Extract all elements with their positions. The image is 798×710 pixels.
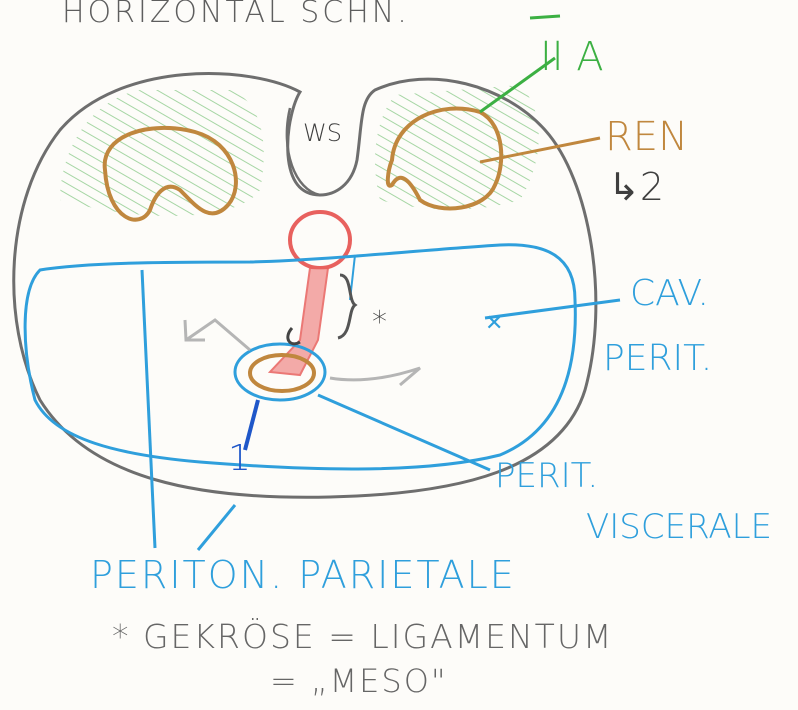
kidney-left <box>102 125 238 222</box>
body-outline <box>12 72 598 499</box>
mesentery-curl <box>286 326 301 346</box>
parietal-label: PERITON. PARIETALE <box>90 553 516 597</box>
kidney-right <box>385 106 504 211</box>
ren-sub-label: ↳2 <box>608 165 664 209</box>
visceral-label-1: PERIT. <box>495 456 598 496</box>
mesentery-brace <box>337 273 358 340</box>
mesenteric-vessel <box>267 267 330 377</box>
cavity-cross: ✕ <box>485 311 503 336</box>
cavity-label-2: PERIT. <box>603 338 712 379</box>
gut-loop <box>248 353 316 393</box>
footnote-line-1: * GEKRÖSE = LIGAMENTUM <box>112 617 613 656</box>
visceral-label-2: VISCERALE <box>586 507 772 547</box>
ren-pointer <box>479 136 601 164</box>
arrowhead-left <box>183 319 205 342</box>
section-overline <box>529 14 561 20</box>
cavity-label-1: CAV. <box>630 273 709 314</box>
arrow-right <box>329 366 421 387</box>
star-marker: * <box>372 305 387 340</box>
ren-label: REN <box>605 114 688 160</box>
cavity-pointer <box>484 298 621 320</box>
visceral-pointer <box>317 393 491 472</box>
number-label: 1 <box>228 438 251 479</box>
ws-label: WS <box>303 119 342 147</box>
muscle-hatch-left <box>60 90 264 217</box>
visceral-peritoneum <box>233 342 327 402</box>
page-title: HORIZONTAL SCHN. <box>62 0 410 30</box>
parietal-pointer-2 <box>196 504 237 551</box>
parietal-pointer <box>140 269 157 549</box>
section-pointer <box>479 56 556 114</box>
footnote-line-2: = „MESO" <box>270 662 448 700</box>
section-label: II A <box>540 34 604 80</box>
number-pointer <box>243 399 260 451</box>
spine-notch <box>285 107 321 197</box>
peritoneal-cavity-outline <box>23 243 577 471</box>
arrow-left <box>185 318 251 352</box>
